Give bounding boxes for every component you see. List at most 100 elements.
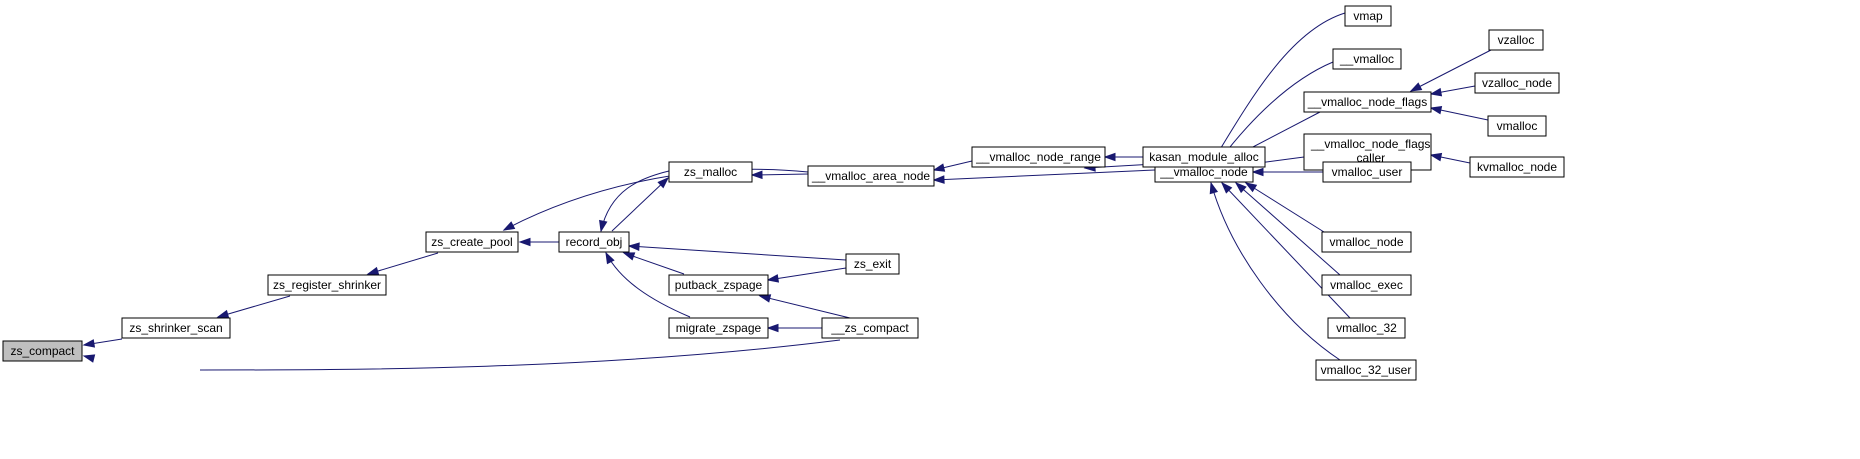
edge-line [1212, 12, 1346, 162]
node-vzalloc-node[interactable]: vzalloc_node [1474, 72, 1560, 94]
node-box[interactable] [1315, 359, 1417, 381]
node-vmalloc-32-user[interactable]: vmalloc_32_user [1315, 359, 1417, 381]
edge-line [759, 295, 851, 319]
node-vmalloc-node-flags[interactable]: __vmalloc_node_flags [1303, 91, 1432, 113]
node-box[interactable] [1488, 29, 1544, 51]
node-box[interactable] [1322, 161, 1412, 183]
node-vmalloc[interactable]: __vmalloc [1332, 48, 1402, 70]
edge-arrowhead [502, 221, 516, 231]
edge-vmalloc_user-to-__vmalloc_node [1251, 167, 1323, 177]
node-box[interactable] [807, 165, 935, 187]
edge-__zs_compact-to-putback_zspage [758, 294, 851, 319]
edge-__zs_compact-to-zs_compact [82, 339, 841, 371]
edge-arrowhead [1429, 105, 1443, 115]
edge-arrowhead [605, 251, 615, 265]
node-zs-compact[interactable]: zs_compact [2, 340, 83, 362]
node-box[interactable] [668, 274, 769, 296]
node-vmalloc-node-range[interactable]: __vmalloc_node_range [971, 146, 1106, 168]
node-vmalloc-32[interactable]: vmalloc_32 [1327, 317, 1406, 339]
edge-record_obj-to-zs_malloc [611, 176, 670, 232]
node-box[interactable] [425, 231, 519, 253]
edge-zs_exit-to-record_obj [627, 242, 847, 261]
node-box[interactable] [668, 317, 769, 339]
node-box[interactable] [668, 161, 753, 183]
node-label: vmalloc_exec [1330, 278, 1403, 292]
node-zs-create-pool[interactable]: zs_create_pool [425, 231, 519, 253]
node-label: __vmalloc_node_flags [1310, 137, 1430, 151]
node-label: vmalloc_node [1329, 235, 1403, 249]
edge-arrowhead [750, 170, 763, 180]
node-vmalloc-area-node[interactable]: __vmalloc_area_node [807, 165, 935, 187]
node-box[interactable] [1321, 231, 1412, 253]
edge-arrowhead [1409, 82, 1423, 92]
edge-line [503, 168, 809, 231]
node-vzalloc[interactable]: vzalloc [1488, 29, 1544, 51]
node-box[interactable] [558, 231, 630, 253]
edge-line [1410, 49, 1492, 92]
edge-arrowhead [1429, 87, 1443, 97]
node-box[interactable] [971, 146, 1106, 168]
node-box[interactable] [1332, 48, 1402, 70]
edge-arrowhead [622, 252, 636, 261]
edge-arrowhead [932, 163, 946, 172]
node-label: zs_malloc [684, 165, 737, 179]
node-box[interactable] [267, 274, 387, 296]
node-box[interactable] [1142, 146, 1266, 168]
node-vmalloc-node[interactable]: vmalloc_node [1321, 231, 1412, 253]
edge-vzalloc-to-__vmalloc_node_flags [1409, 49, 1492, 92]
edge-line [600, 170, 670, 232]
edge-arrowhead [1244, 182, 1258, 193]
node-label: __zs_compact [830, 321, 909, 335]
edge-vmalloc_exec-to-__vmalloc_node [1234, 182, 1341, 276]
edge-line [1210, 182, 1341, 361]
edge-kvmalloc_node-to-__vmalloc_node_flags_caller [1429, 152, 1471, 164]
node-box[interactable] [1474, 72, 1560, 94]
node-box[interactable] [121, 317, 231, 339]
edge-arrowhead [1220, 181, 1233, 194]
edge-layer [82, 12, 1492, 371]
node-zs-shrinker-scan[interactable]: zs_shrinker_scan [121, 317, 231, 339]
node-box[interactable] [2, 340, 83, 362]
node-vmalloc-user[interactable]: vmalloc_user [1322, 161, 1412, 183]
node-zs-register-shrinker[interactable]: zs_register_shrinker [267, 274, 387, 296]
node-box[interactable] [1469, 156, 1565, 178]
node-label: vmalloc_32_user [1321, 363, 1412, 377]
edge-zs_create_pool-to-zs_register_shrinker [366, 252, 439, 276]
node-label: __vmalloc [1339, 52, 1394, 66]
edge-arrowhead [766, 323, 779, 333]
node-box[interactable] [845, 253, 900, 275]
node-vmalloc-exec[interactable]: vmalloc_exec [1321, 274, 1412, 296]
node-zs-exit[interactable]: zs_exit [845, 253, 900, 275]
node-box[interactable] [1327, 317, 1406, 339]
node-box[interactable] [1487, 115, 1547, 137]
edge-putback_zspage-to-record_obj [622, 252, 685, 275]
edge-arrowhead [758, 294, 772, 303]
node-zs-malloc[interactable]: zs_malloc [668, 161, 753, 183]
node-box[interactable] [1344, 5, 1392, 27]
node-record-obj[interactable]: record_obj [558, 231, 630, 253]
edge-vzalloc_node-to-__vmalloc_node_flags [1429, 85, 1476, 97]
edge-arrowhead [766, 274, 780, 283]
edge-line [1245, 182, 1325, 233]
node-putback-zspage[interactable]: putback_zspage [668, 274, 769, 296]
node-label: record_obj [566, 235, 623, 249]
node-vmap[interactable]: vmap [1344, 5, 1392, 27]
node-box[interactable] [1321, 274, 1412, 296]
node-zs-compact[interactable]: __zs_compact [821, 317, 919, 339]
node-label: zs_shrinker_scan [129, 321, 222, 335]
edge-line [1235, 182, 1341, 276]
node-kvmalloc-node[interactable]: kvmalloc_node [1469, 156, 1565, 178]
node-box[interactable] [821, 317, 919, 339]
node-vmalloc[interactable]: vmalloc [1487, 115, 1547, 137]
node-label: vzalloc_node [1482, 76, 1552, 90]
node-label: __vmalloc_node_flags [1307, 95, 1427, 109]
node-label: zs_compact [10, 344, 75, 358]
node-label: zs_register_shrinker [273, 278, 381, 292]
node-migrate-zspage[interactable]: migrate_zspage [668, 317, 769, 339]
node-box[interactable] [1303, 91, 1432, 113]
edge-arrowhead [366, 266, 380, 276]
edge-arrowhead [1251, 167, 1264, 177]
edge-arrowhead [932, 175, 945, 184]
node-kasan-module-alloc[interactable]: kasan_module_alloc [1142, 146, 1266, 168]
